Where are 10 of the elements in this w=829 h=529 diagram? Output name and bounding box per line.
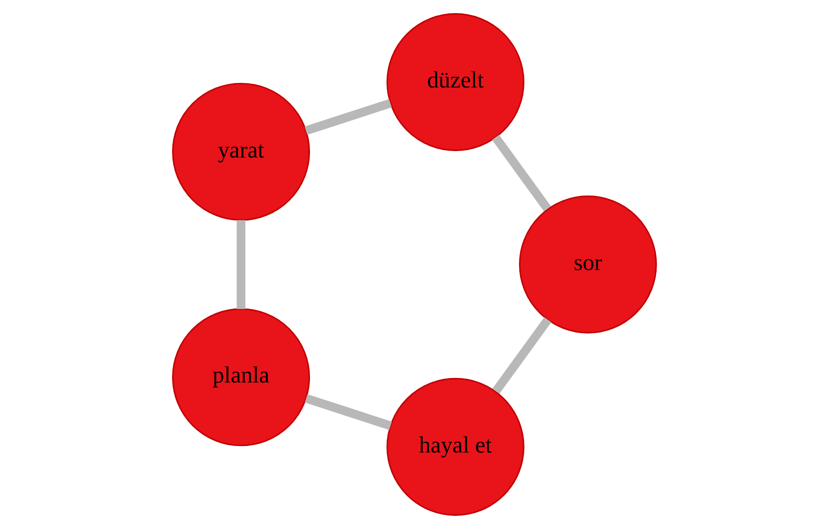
node-circle: hayal et <box>386 378 524 516</box>
node-circle: planla <box>172 308 310 446</box>
node-circle: yarat <box>172 82 310 221</box>
connector <box>304 394 392 430</box>
connector <box>304 99 392 135</box>
connector <box>492 134 552 212</box>
node-circle: düzelt <box>386 13 524 152</box>
connector <box>492 317 552 394</box>
node-circle: sor <box>519 196 657 334</box>
connector <box>236 220 246 309</box>
